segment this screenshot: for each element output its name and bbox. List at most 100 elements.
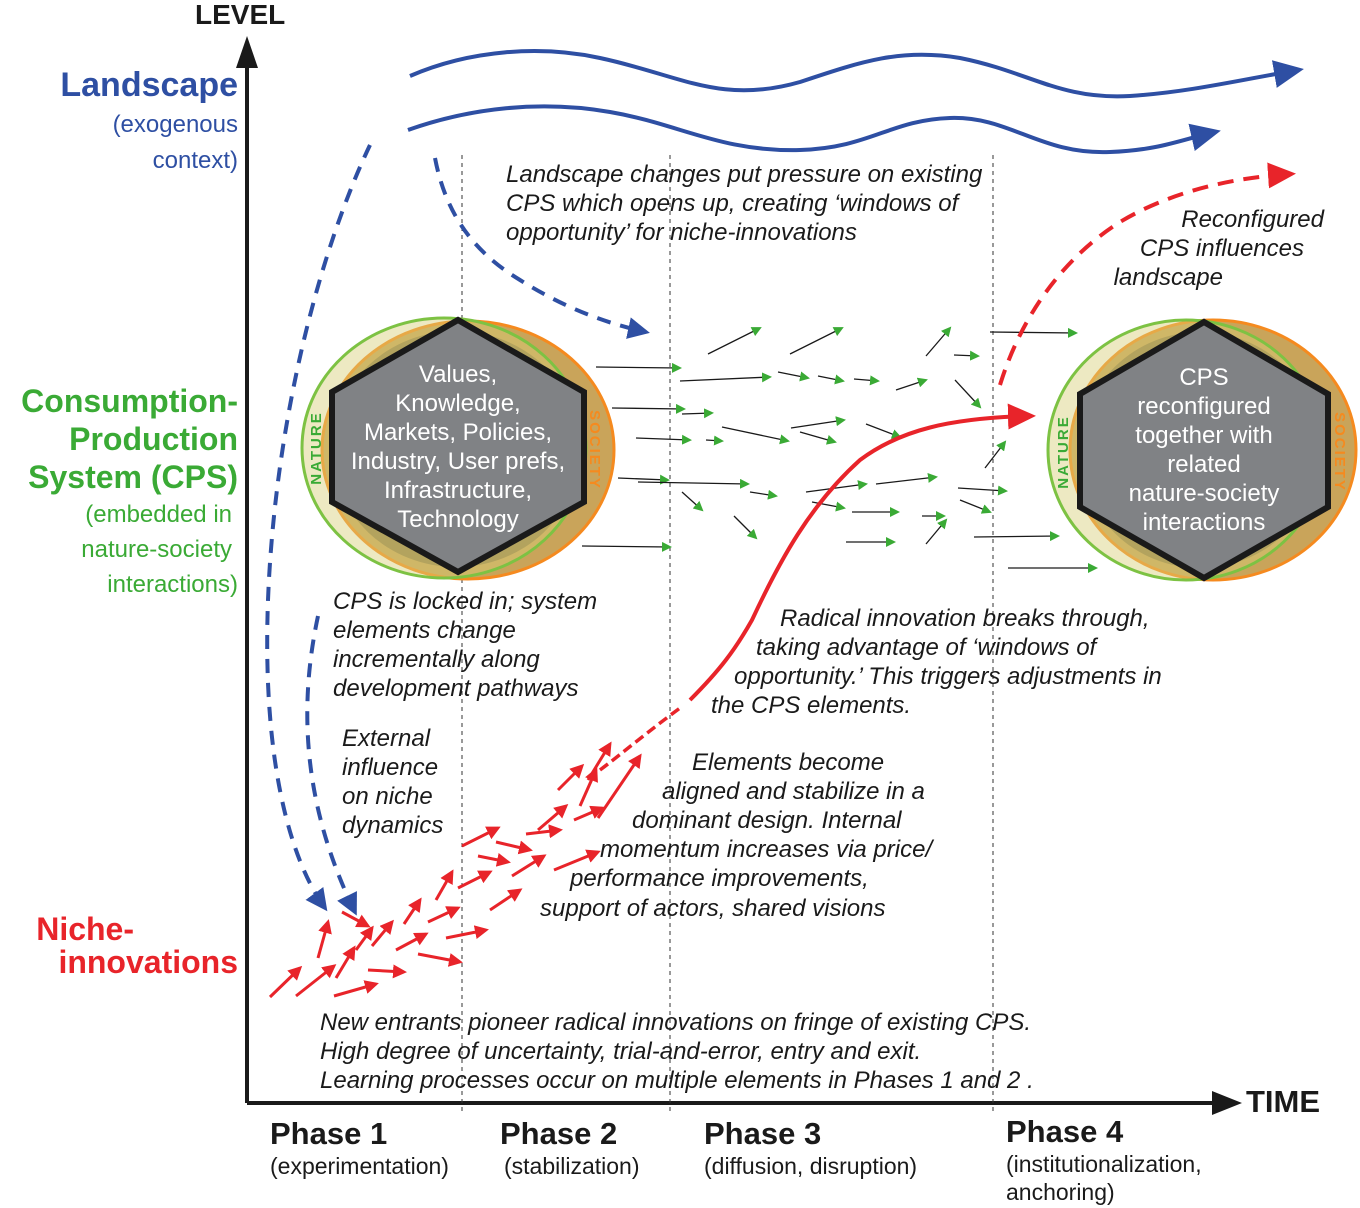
flow-arrow	[581, 541, 672, 552]
annotation-landscape-pressure: Landscape changes put pressure on existi…	[506, 161, 983, 246]
phase-4-desc-2: anchoring)	[1006, 1179, 1115, 1205]
niche-arrow	[370, 919, 394, 947]
cps-left: NATURE SOCIETY Values, Knowledge, Market…	[300, 316, 616, 581]
niche-arrow	[457, 870, 493, 890]
flow-arrow	[749, 489, 778, 500]
locked-in-line-2: elements change	[333, 617, 516, 644]
cps-title2: Production	[69, 421, 238, 457]
level-cps: Consumption- Production System (CPS) (em…	[21, 383, 238, 598]
landscape-to-cps-arrow	[433, 157, 650, 339]
phase-labels: Phase 1 (experimentation) Phase 2 (stabi…	[270, 1114, 1202, 1205]
annotation-breakthrough: Radical innovation breaks through, takin…	[711, 605, 1162, 719]
stabilize-line-2: aligned and stabilize in a	[662, 778, 925, 805]
new-entrants-line-1: New entrants pioneer radical innovations…	[320, 1009, 1031, 1036]
flow-arrow	[777, 371, 810, 382]
niche-arrow	[367, 964, 407, 979]
niche-arrow	[511, 854, 547, 878]
flow-arrow	[954, 379, 982, 409]
cps-right-society-label: SOCIETY	[1331, 412, 1348, 492]
flow-arrow	[973, 531, 1060, 542]
locked-in-line-4: development pathways	[333, 675, 578, 702]
flow-arrow	[789, 327, 844, 355]
reconfigured-line-3: landscape	[1114, 264, 1223, 291]
niche-arrow	[586, 741, 612, 781]
breakthrough-line-1: Radical innovation breaks through,	[780, 605, 1150, 632]
flow-arrow	[875, 472, 938, 485]
phase-2-name: Phase 2	[500, 1116, 617, 1151]
cps-left-line-6: Technology	[397, 506, 518, 533]
flow-arrow	[895, 377, 928, 391]
niche-arrow	[477, 852, 511, 867]
annotation-new-entrants: New entrants pioneer radical innovations…	[320, 1009, 1034, 1094]
niche-arrow	[489, 888, 523, 912]
y-axis-label: LEVEL	[195, 0, 285, 30]
niche-arrow	[316, 919, 332, 959]
niche-arrow	[461, 826, 501, 848]
niche-arrow	[578, 767, 598, 807]
niche-arrow	[556, 763, 585, 792]
flow-arrow	[805, 480, 868, 493]
flow-arrow	[733, 515, 758, 540]
niche-arrow	[417, 952, 463, 967]
flow-arrow	[865, 423, 902, 439]
flow-arrow	[811, 501, 846, 512]
cps-right-line-4: related	[1167, 451, 1240, 478]
flow-arrow	[679, 372, 772, 383]
cps-sub2: nature-society	[81, 536, 232, 563]
niche-title2: innovations	[58, 944, 238, 980]
external-line-1: External	[342, 725, 431, 752]
flow-arrow	[953, 350, 980, 361]
cps-sub1: (embedded in	[85, 501, 232, 528]
cps-right-line-5: nature-society	[1129, 480, 1280, 507]
phase-2-desc: (stabilization)	[504, 1153, 640, 1179]
landscape-pressure-line-2: CPS which opens up, creating ‘windows of	[506, 190, 961, 217]
flow-arrow	[853, 375, 880, 386]
cps-title3: System (CPS)	[28, 459, 238, 495]
stabilize-line-6: support of actors, shared visions	[540, 895, 886, 922]
external-influence-arrow-outer	[265, 144, 372, 912]
niche-breakthrough-curve	[598, 706, 682, 772]
external-line-3: on niche	[342, 783, 433, 810]
phase-3-desc: (diffusion, disruption)	[704, 1153, 917, 1179]
niche-arrow	[333, 980, 379, 998]
stabilize-line-5: performance improvements,	[569, 865, 869, 892]
niche-arrow	[354, 925, 374, 951]
niche-arrow	[268, 965, 303, 999]
niche-arrows	[268, 162, 1296, 999]
landscape-sub1: (exogenous	[113, 111, 238, 138]
new-entrants-line-2: High degree of uncertainty, trial-and-er…	[320, 1038, 921, 1065]
breakthrough-line-3: opportunity.’ This triggers adjustments …	[734, 663, 1162, 690]
niche-arrow	[402, 897, 422, 925]
axes: LEVEL TIME	[195, 0, 1320, 1119]
cps-right-line-1: CPS	[1179, 364, 1228, 391]
flow-arrow	[790, 416, 846, 429]
flow-arrow	[925, 518, 948, 545]
landscape-influence-arrows	[265, 144, 650, 916]
cps-left-nature-label: NATURE	[308, 411, 325, 484]
niche-arrow	[295, 964, 337, 998]
locked-in-line-3: incrementally along	[333, 646, 540, 673]
flow-arrow	[617, 474, 670, 485]
annotation-external: External influence on niche dynamics	[342, 725, 443, 839]
landscape-pressure-line-3: opportunity’ for niche-innovations	[506, 219, 857, 246]
external-line-4: dynamics	[342, 812, 443, 839]
reconfigured-influence-arrow	[998, 162, 1296, 386]
cps-left-line-2: Knowledge,	[395, 390, 520, 417]
stabilize-line-3: dominant design. Internal	[632, 807, 902, 834]
stabilize-line-4: momentum increases via price/	[600, 836, 934, 863]
phase-4-desc: (institutionalization,	[1006, 1151, 1202, 1177]
reconfigured-line-2: CPS influences	[1140, 235, 1304, 262]
flow-arrow	[637, 478, 750, 489]
level-landscape: Landscape (exogenous context)	[60, 66, 238, 174]
phase-4-name: Phase 4	[1006, 1114, 1124, 1149]
cps-title1: Consumption-	[21, 383, 238, 419]
cps-flow-arrows	[581, 326, 1098, 573]
cps-right-line-6: interactions	[1143, 509, 1266, 536]
flow-arrow	[957, 485, 1008, 496]
cps-right: NATURE SOCIETY CPS reconfigured together…	[1046, 318, 1358, 582]
annotation-stabilize: Elements become aligned and stabilize in…	[540, 749, 934, 922]
reconfigured-line-1: Reconfigured	[1181, 206, 1324, 233]
cps-right-hexagon	[1077, 318, 1331, 582]
flow-arrow	[959, 499, 992, 514]
landscape-title: Landscape	[60, 66, 238, 104]
